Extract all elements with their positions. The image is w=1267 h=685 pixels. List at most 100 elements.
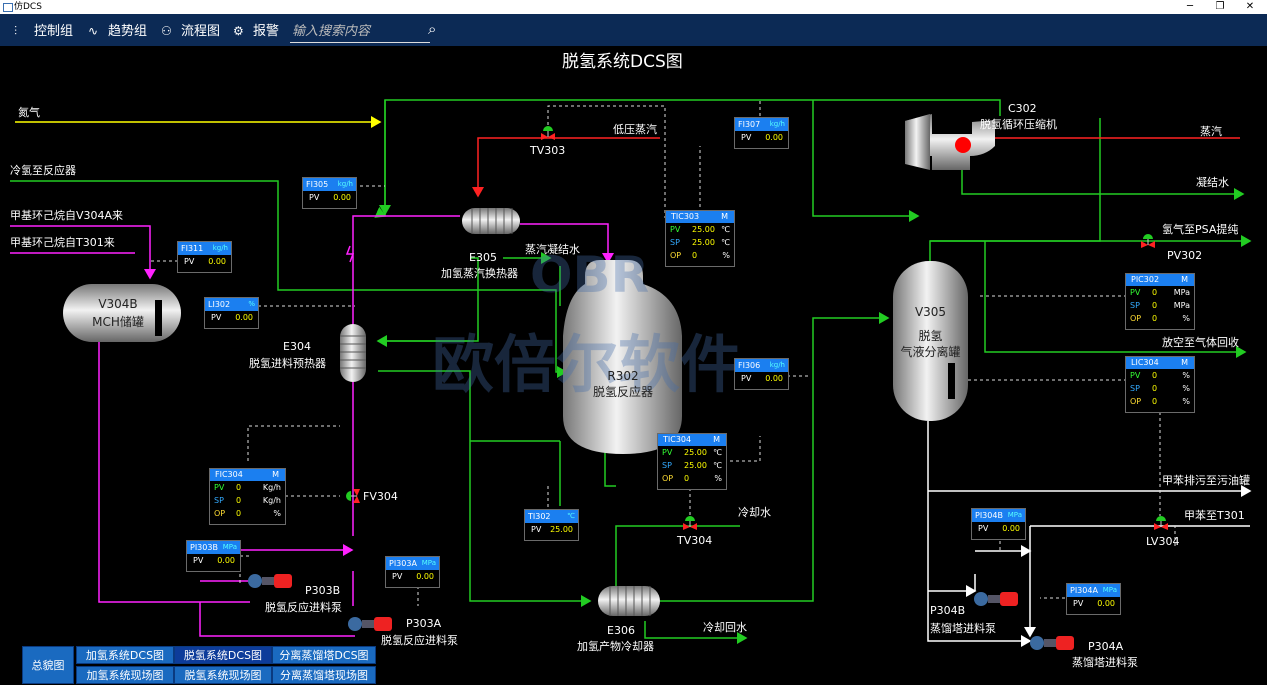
p303b-name: 脱氢反应进料泵 bbox=[265, 601, 342, 614]
stream-condensate: 凝结水 bbox=[1196, 176, 1229, 189]
p303a-pump[interactable] bbox=[346, 613, 392, 635]
pic302-op-label: OP bbox=[1130, 314, 1142, 323]
tv304-valve[interactable] bbox=[682, 514, 698, 530]
pv302-label: PV302 bbox=[1167, 249, 1203, 262]
fic304-pv-label: PV bbox=[214, 483, 225, 492]
lv304-valve[interactable] bbox=[1153, 514, 1169, 530]
stream-low-steam: 低压蒸汽 bbox=[613, 123, 657, 136]
lic304-op: 0 bbox=[1152, 397, 1158, 406]
tv303-label: TV303 bbox=[530, 144, 566, 157]
nav-tab-hydrogenation-dcs[interactable]: 加氢系统DCS图 bbox=[76, 646, 174, 664]
fi305-pv: 0.00 bbox=[333, 193, 351, 202]
nav-tab-dehydrogenation-dcs[interactable]: 脱氢系统DCS图 bbox=[174, 646, 272, 664]
fi307-pv: 0.00 bbox=[765, 133, 783, 142]
watermark-logo: OBR bbox=[530, 246, 650, 304]
stream-to-t301: 甲苯至T301 bbox=[1184, 509, 1245, 522]
close-button[interactable]: ✕ bbox=[1245, 1, 1255, 12]
tic304-sp-unit: ℃ bbox=[713, 461, 722, 470]
tic303-sp-unit: ℃ bbox=[721, 238, 730, 247]
nav-tab-separation-dcs[interactable]: 分离蒸馏塔DCS图 bbox=[272, 646, 376, 664]
lv304-label: LV304 bbox=[1146, 535, 1180, 548]
fi306-unit: kg/h bbox=[769, 361, 785, 369]
p304b-tag: P304B bbox=[930, 604, 966, 617]
tv303-valve[interactable] bbox=[540, 124, 556, 140]
fi307-tag: FI307 bbox=[738, 120, 761, 129]
control-group-button[interactable]: ⫶控制组 bbox=[14, 22, 73, 40]
minimize-button[interactable]: ─ bbox=[1186, 1, 1194, 12]
pic302-op: 0 bbox=[1152, 314, 1158, 323]
pi304a-unit: MPa bbox=[1102, 586, 1117, 594]
nav-tab-dehydrogenation-field[interactable]: 脱氢系统现场图 bbox=[174, 666, 272, 684]
p304a-pump[interactable] bbox=[1028, 632, 1074, 654]
li302-unit: % bbox=[248, 300, 255, 308]
stream-mch-t301: 甲基环己烷自T301来 bbox=[10, 236, 115, 249]
v305-name1: 脱氢 bbox=[918, 329, 943, 343]
lic304-op-unit: % bbox=[1182, 397, 1190, 406]
alarm-button[interactable]: ⚙报警 bbox=[233, 22, 279, 40]
lic304-pv-label: PV bbox=[1130, 371, 1141, 380]
pi304a-tag: PI304A bbox=[1070, 586, 1098, 595]
p304b-pump[interactable] bbox=[972, 588, 1018, 610]
pi304b-unit: MPa bbox=[1007, 511, 1022, 519]
tic304-sp-label: SP bbox=[662, 461, 672, 470]
pi303b-unit: MPa bbox=[222, 543, 237, 551]
fi311-unit: kg/h bbox=[212, 244, 228, 252]
trend-group-button[interactable]: ∿趋势组 bbox=[88, 22, 147, 40]
fv304-label: FV304 bbox=[363, 490, 398, 503]
p303b-pump[interactable] bbox=[246, 570, 292, 592]
tic304-pv-label: PV bbox=[662, 448, 673, 457]
fi307-unit: kg/h bbox=[769, 120, 785, 128]
fi305-unit: kg/h bbox=[337, 180, 353, 188]
nav-overview[interactable]: 总貌图 bbox=[22, 646, 74, 684]
stream-h2-psa: 氢气至PSA提纯 bbox=[1162, 223, 1239, 236]
pi303b-pv: 0.00 bbox=[217, 556, 235, 565]
watermark-text: 欧倍尔软件 bbox=[432, 328, 743, 401]
lic304-tag: LIC304 bbox=[1131, 358, 1159, 367]
tic303-pv-label: PV bbox=[670, 225, 681, 234]
fic304-sp-unit: Kg/h bbox=[262, 496, 281, 505]
fv304-valve[interactable] bbox=[344, 488, 360, 504]
pic302-pv-label: PV bbox=[1130, 288, 1141, 297]
e306-tag: E306 bbox=[607, 624, 635, 637]
maximize-button[interactable]: ❐ bbox=[1215, 1, 1225, 12]
v305-tag: V305 bbox=[914, 305, 947, 319]
tic303-pv-unit: ℃ bbox=[721, 225, 730, 234]
flowchart-button[interactable]: ⚇流程图 bbox=[161, 22, 220, 40]
search-icon[interactable]: ⌕ bbox=[428, 20, 437, 38]
pv302-valve[interactable] bbox=[1140, 232, 1156, 248]
search-input[interactable] bbox=[290, 20, 430, 43]
li302-tag: LI302 bbox=[208, 300, 231, 309]
nav-tab-hydrogenation-field[interactable]: 加氢系统现场图 bbox=[76, 666, 174, 684]
alarm-icon: ⚙ bbox=[233, 24, 244, 38]
ti302-unit: ℃ bbox=[567, 512, 575, 520]
v304b-name: MCH储罐 bbox=[92, 315, 144, 329]
tic304-pv: 25.00 bbox=[684, 448, 707, 457]
e305-exchanger bbox=[462, 208, 520, 234]
fic304-mode: M bbox=[272, 470, 279, 479]
pi303b-tag: PI303B bbox=[190, 543, 218, 552]
tv304-label: TV304 bbox=[677, 534, 713, 547]
p303a-tag: P303A bbox=[406, 617, 442, 630]
ti302-tag: TI302 bbox=[528, 512, 551, 521]
nav-tab-separation-field[interactable]: 分离蒸馏塔现场图 bbox=[272, 666, 376, 684]
pi304a-pv-label: PV bbox=[1073, 599, 1084, 608]
li302-pv-label: PV bbox=[211, 313, 222, 322]
r302-tag: R302 bbox=[607, 369, 639, 383]
pi303a-unit: MPa bbox=[421, 559, 436, 567]
fi306-pv-label: PV bbox=[741, 374, 752, 383]
